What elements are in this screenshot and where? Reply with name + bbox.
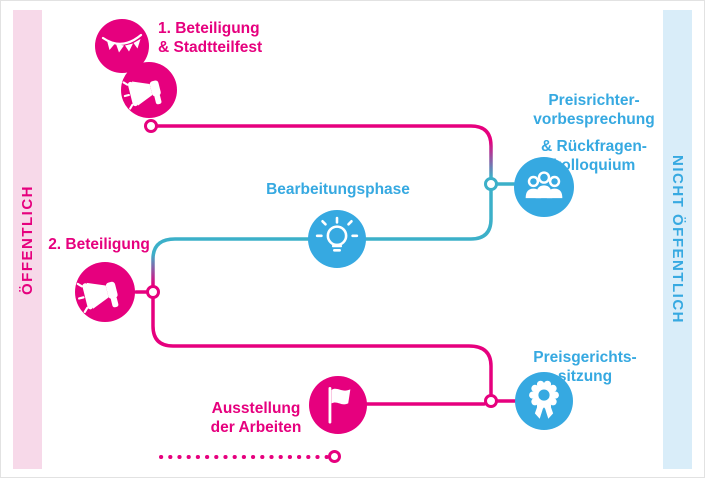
milestone-node-3	[146, 285, 160, 299]
jury-icon	[525, 171, 563, 199]
step-label-line: Ausstellung	[211, 400, 301, 417]
step-label-line: & Rückfragen-	[541, 137, 647, 155]
band-public: ÖFFENTLICH	[13, 10, 42, 469]
band-not-public-label: NICHT ÖFFENTLICH	[669, 155, 686, 324]
megaphone-icon	[76, 281, 119, 314]
milestone-node-2	[484, 177, 498, 191]
step-label-ausstellung: Ausstellung der Arbeiten	[204, 400, 308, 438]
flag-icon	[328, 386, 351, 424]
medal-circle	[515, 372, 573, 430]
lightbulb-icon	[315, 216, 359, 252]
bunting-circle	[95, 19, 149, 73]
step-label-bearbeitungsphase: Bearbeitungsphase	[259, 181, 417, 200]
step-label-line: der Arbeiten	[210, 418, 302, 436]
band-not-public: NICHT ÖFFENTLICH	[663, 10, 692, 469]
milestone-node-4	[484, 394, 498, 408]
step-label-line: 2. Beteiligung	[48, 236, 150, 253]
megaphone-circle-1	[121, 62, 177, 118]
step-label-preisgerichtssitzung: Preisgerichts- sitzung	[514, 349, 656, 387]
band-public-label: ÖFFENTLICH	[19, 184, 36, 295]
bunting-icon	[101, 33, 143, 53]
step-label-line: & Stadtteilfest	[158, 38, 263, 56]
medal-icon	[529, 380, 559, 419]
flag-circle	[309, 376, 367, 434]
step-label-line: Preisgerichts-	[533, 349, 637, 366]
step-label-line: sitzung	[557, 367, 613, 385]
step-label-line: vorbesprechung	[533, 110, 655, 128]
jury-circle	[514, 157, 574, 217]
step-label-line: Bearbeitungsphase	[266, 181, 410, 198]
megaphone-circle-2	[75, 262, 135, 322]
step-label-line: kolloquium	[552, 156, 636, 174]
step-label-preisrichtervorbesprechung: Preisrichter- vorbesprechung & Rückfrage…	[521, 92, 667, 176]
connector-1-to-jury	[156, 124, 493, 179]
milestone-node-end	[328, 450, 341, 463]
step-label-line: 1. Beteiligung	[158, 20, 260, 37]
lightbulb-circle	[308, 210, 366, 268]
step-label-beteiligung-1: 1. Beteiligung & Stadtteilfest	[158, 20, 293, 58]
step-label-beteiligung-2: 2. Beteiligung	[45, 236, 153, 255]
megaphone-icon	[122, 80, 162, 110]
step-label-line: Preisrichter-	[548, 92, 640, 109]
milestone-node-1	[144, 119, 158, 133]
